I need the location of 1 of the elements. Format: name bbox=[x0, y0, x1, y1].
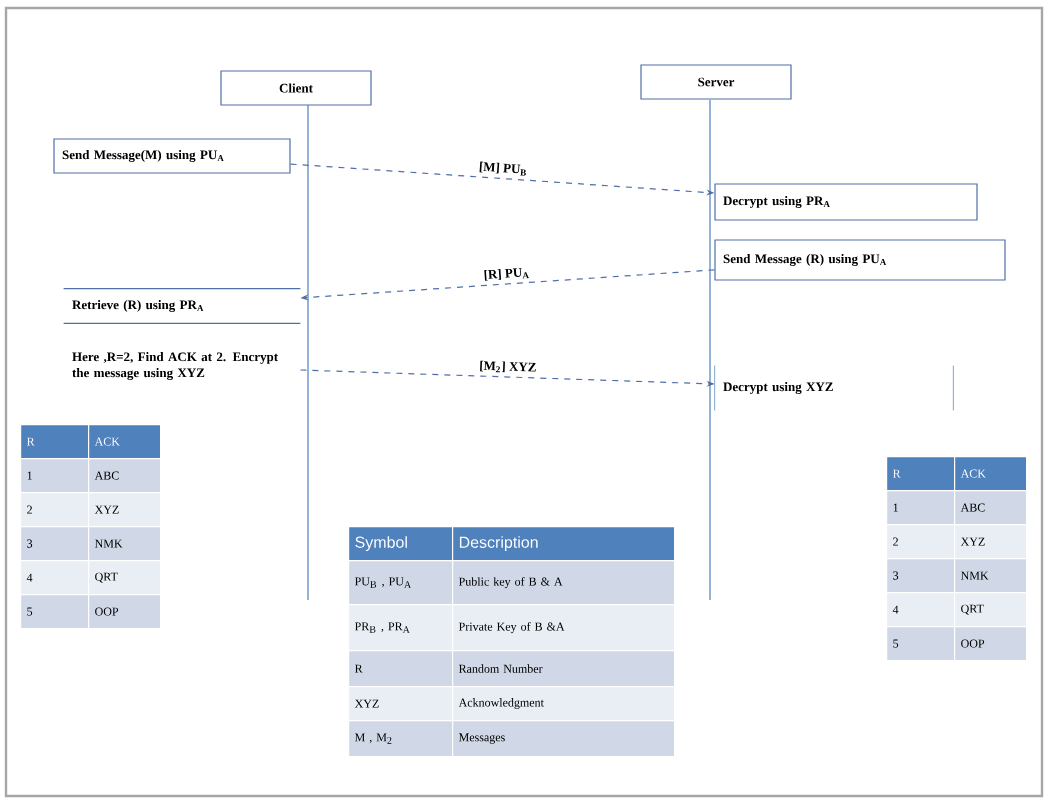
header-cell: Symbol bbox=[348, 526, 454, 562]
